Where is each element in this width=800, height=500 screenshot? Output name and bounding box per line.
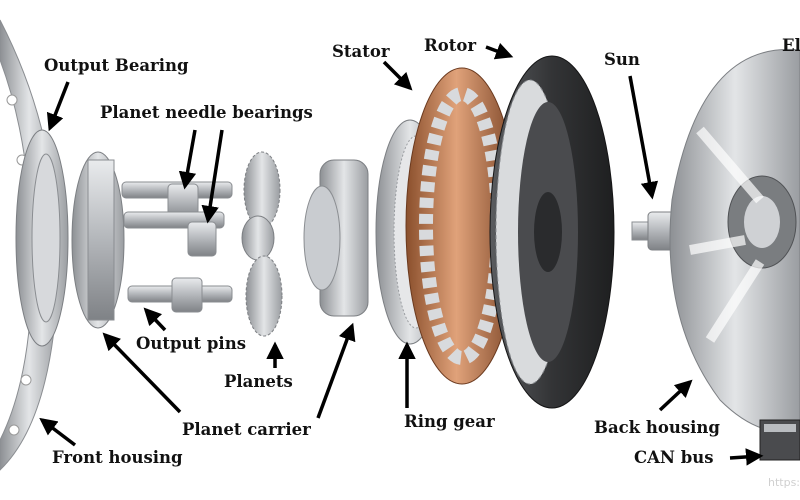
label-back-housing: Back housing [594,418,720,437]
label-planet-needle-bearings: Planet needle bearings [100,103,313,122]
label-planet-carrier: Planet carrier [182,420,311,439]
arrow-rotor [485,42,514,60]
arrow-back-housing [658,379,693,412]
arrow-output-bearing [46,81,70,132]
label-can-bus: CAN bus [634,448,714,467]
label-output-pins: Output pins [136,334,246,353]
label-stator: Stator [332,42,390,61]
label-rotor: Rotor [424,36,477,55]
back-housing-part [669,48,800,433]
rotor-part [489,55,615,409]
arrow-needle-bearings-1 [178,129,197,190]
label-ring-gear: Ring gear [404,412,495,431]
output-pins-part [121,181,233,313]
label-front-housing: Front housing [52,448,183,467]
planet-carrier-part [71,151,369,329]
watermark: https:// [768,476,800,489]
arrow-sun [628,75,659,200]
label-cut-off: El [782,36,800,55]
arrow-needle-bearings-2 [201,129,224,224]
label-sun: Sun [604,50,640,69]
arrow-can-bus [729,448,764,466]
arrow-front-housing [39,417,77,447]
label-output-bearing: Output Bearing [44,56,189,75]
output-bearing-part [15,129,69,347]
arrow-output-pins [143,307,167,332]
arrow-stator [382,60,413,91]
leader-arrows [39,42,764,466]
arrow-planet-carrier-1 [102,332,182,414]
can-bus-part [759,419,800,461]
label-planets: Planets [224,372,293,391]
arrow-planet-carrier-2 [316,322,356,419]
planets-part [241,151,283,337]
